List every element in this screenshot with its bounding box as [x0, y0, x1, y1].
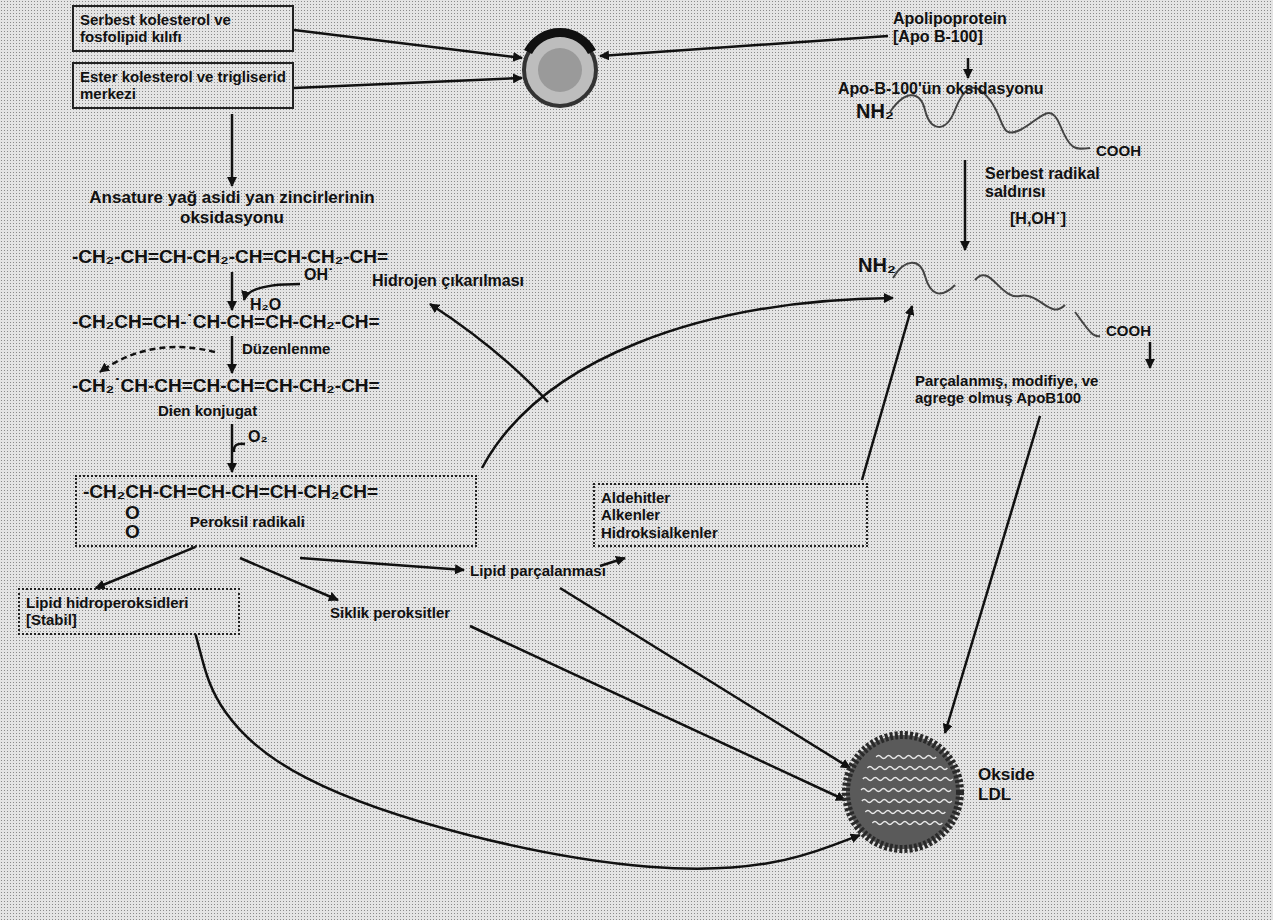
arrow: [967, 58, 970, 78]
arrows: [100, 30, 1150, 800]
oxygen-column: OO: [125, 503, 140, 541]
arrow: [964, 160, 967, 250]
text-label: -CH₂-CH=CH-CH₂-CH=CH-CH₂-CH=: [72, 246, 388, 268]
arrow: [600, 36, 888, 56]
text-label: [H,OH˙]: [1010, 210, 1066, 228]
text-label: NH₂: [858, 254, 896, 277]
arrow: [470, 626, 845, 800]
connector-arrow: [96, 547, 196, 588]
arrow: [862, 306, 912, 480]
arrow: [234, 444, 245, 452]
text-label: Serbest radikal saldırısı: [985, 165, 1125, 202]
node-text: Ester kolesterol ve trigliserid merkezi: [80, 68, 286, 103]
radical-box: -CH₂CH-CH=CH-CH=CH-CH₂CH=OOPeroksil radi…: [75, 475, 477, 547]
node-text: Lipid hidroperoksidleri [Stabil]: [26, 594, 232, 629]
arrow: [945, 416, 1040, 733]
text-label: Düzenlenme: [242, 340, 330, 357]
text-label: -CH₂˙CH-CH=CH-CH=CH-CH₂-CH=: [72, 375, 380, 397]
protein-chain: [890, 88, 1100, 337]
arrow: [231, 424, 234, 472]
text-label: Dien konjugat: [158, 402, 257, 419]
arrow: [300, 558, 464, 570]
connector-arrow: [196, 635, 860, 869]
arrow: [231, 272, 234, 310]
text-label: Hidrojen çıkarılması: [372, 272, 524, 290]
formula-row: OO Peroksil radikali: [83, 503, 469, 541]
component-box: Serbest kolesterol ve fosfolipid kılıfı: [72, 5, 294, 52]
chemical-formula: -CH₂CH-CH=CH-CH=CH-CH₂CH=: [83, 481, 469, 503]
text-label: Apo-B-100'ün oksidasyonu: [838, 80, 1044, 98]
oxygen-atom: O: [125, 522, 140, 541]
text-label: Parçalanmış, modifiye, ve agrege olmuş A…: [915, 372, 1145, 407]
arrow: [294, 30, 522, 58]
arrow: [482, 298, 893, 468]
text-label: COOH: [1096, 142, 1141, 159]
text-label: OH˙: [304, 266, 333, 284]
text-label: Siklik peroksitler: [330, 604, 450, 621]
arrow: [240, 558, 338, 600]
arrow: [560, 588, 850, 768]
arrow: [294, 78, 522, 88]
oxidized-ldl: Okside LDL: [838, 727, 1078, 857]
node-text: Peroksil radikali: [190, 513, 305, 530]
text-label: Apolipoprotein [Apo B-100]: [893, 10, 1023, 47]
arrow: [231, 336, 234, 373]
arrow: [100, 347, 215, 372]
text-label: O₂: [248, 428, 268, 446]
text-label: Lipid parçalanması: [470, 562, 606, 579]
text-label: Ansature yağ asidi yan zincirlerinin oks…: [62, 188, 402, 227]
ldl-particle: [838, 727, 968, 857]
node-text: Serbest kolesterol ve fosfolipid kılıfı: [80, 11, 286, 46]
component-box: Ester kolesterol ve trigliserid merkezi: [72, 62, 294, 109]
text-label: NH₂: [856, 100, 894, 123]
oxygen-atom: O: [125, 503, 140, 522]
node-text: Aldehitler Alkenler Hidroksialkenler: [601, 489, 718, 541]
product-box: Aldehitler Alkenler Hidroksialkenler: [593, 483, 868, 547]
arrow: [1149, 342, 1152, 368]
node-text: Okside LDL: [978, 765, 1035, 804]
ldl-particle: [524, 32, 596, 106]
arrow: [231, 114, 234, 186]
product-box: Lipid hidroperoksidleri [Stabil]: [18, 588, 240, 635]
text-label: COOH: [1106, 322, 1151, 339]
arrow: [430, 304, 548, 402]
text-label: -CH₂CH=CH-˙CH-CH=CH-CH₂-CH=: [72, 311, 380, 333]
